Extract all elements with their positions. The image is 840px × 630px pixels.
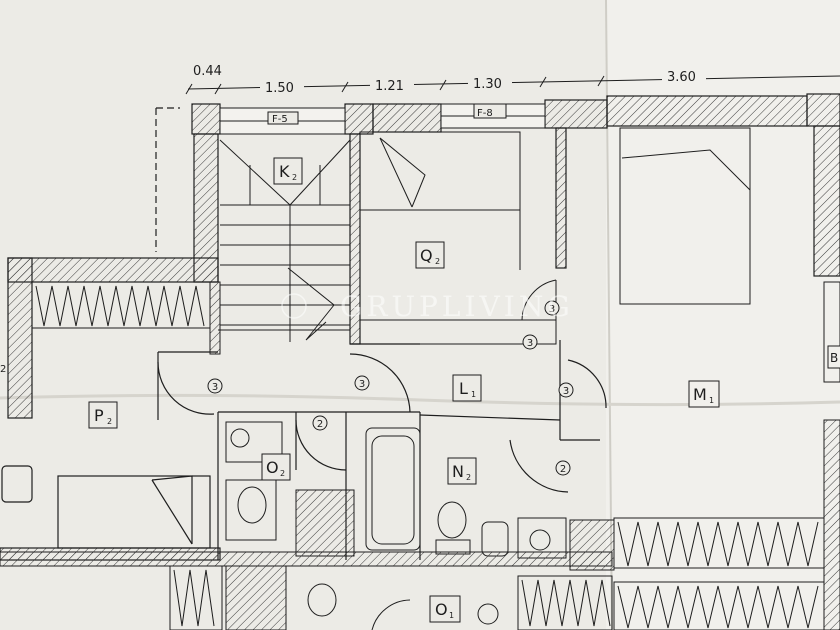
room-o1-sub: 1 <box>449 611 454 620</box>
door-marker-2: 3 <box>359 379 365 390</box>
room-o1-letter: O <box>435 600 448 619</box>
room-n2-letter: N <box>452 462 464 481</box>
room-m1-sub: 1 <box>709 396 714 405</box>
dashed-outline <box>155 107 180 252</box>
door-markers: 3 3 3 3 3 2 2 <box>207 300 574 476</box>
west-wardrobe <box>31 281 221 355</box>
watermark-text: GRUPLIVING <box>340 290 574 323</box>
room-l1: L 1 <box>452 374 482 402</box>
dimension-labels: 0.44 1.50 1.21 1.30 3.60 <box>193 64 706 96</box>
room-m1: M 1 <box>688 380 720 408</box>
room-q2-letter: Q <box>420 246 433 265</box>
dim-1-50: 1.50 <box>265 81 294 96</box>
room-p2-sub: 2 <box>107 417 112 426</box>
dim-3-60: 3.60 <box>667 70 696 85</box>
room-p2-letter: P <box>94 406 104 425</box>
room-l1-letter: L <box>459 379 468 398</box>
room-k2-letter: K <box>279 162 290 181</box>
door-marker-4: 3 <box>563 386 569 397</box>
door-marker-6: 2 <box>317 419 323 430</box>
room-l1-sub: 1 <box>471 390 476 399</box>
right-wardrobes <box>569 281 840 630</box>
window-f8 <box>440 103 546 129</box>
room-o2: O 2 <box>261 453 291 481</box>
door-marker-3: 3 <box>527 338 533 349</box>
door-marker-1: 3 <box>212 382 218 393</box>
edge-mark-left: 2 <box>0 364 6 375</box>
room-q2: Q 2 <box>415 241 445 269</box>
room-p2: P 2 <box>88 401 118 429</box>
watermark: GRUPLIVING <box>281 290 574 323</box>
watermark-logo-icon <box>281 293 307 319</box>
door-marker-7: 2 <box>560 464 566 475</box>
m1-furniture <box>619 127 751 305</box>
room-k2-sub: 2 <box>292 173 297 182</box>
dim-1-21: 1.21 <box>375 79 404 94</box>
walls <box>7 93 840 419</box>
room-labels: K 2 Q 2 L 1 M 1 P 2 O 2 N <box>88 157 720 623</box>
room-q2-sub: 2 <box>435 257 440 266</box>
room-o2-sub: 2 <box>280 469 285 478</box>
window-label-f5: F-5 <box>272 114 288 125</box>
edge-mark-right-box <box>827 345 840 369</box>
window-label-f8: F-8 <box>477 108 493 119</box>
staircase <box>218 139 351 342</box>
window-f5 <box>219 107 346 135</box>
room-n2: N 2 <box>447 457 477 485</box>
room-k2: K 2 <box>273 157 303 185</box>
q2-fixtures <box>359 131 557 345</box>
room-o2-letter: O <box>266 458 279 477</box>
bath-fixtures <box>225 421 567 559</box>
edge-mark-right: B <box>830 351 838 365</box>
dim-1-30: 1.30 <box>473 77 502 92</box>
dim-0-44: 0.44 <box>193 64 222 79</box>
room-n2-sub: 2 <box>466 473 471 482</box>
door-marker-5: 3 <box>549 304 555 315</box>
room-m1-letter: M <box>693 385 707 404</box>
room-o1: O 1 <box>429 595 461 623</box>
